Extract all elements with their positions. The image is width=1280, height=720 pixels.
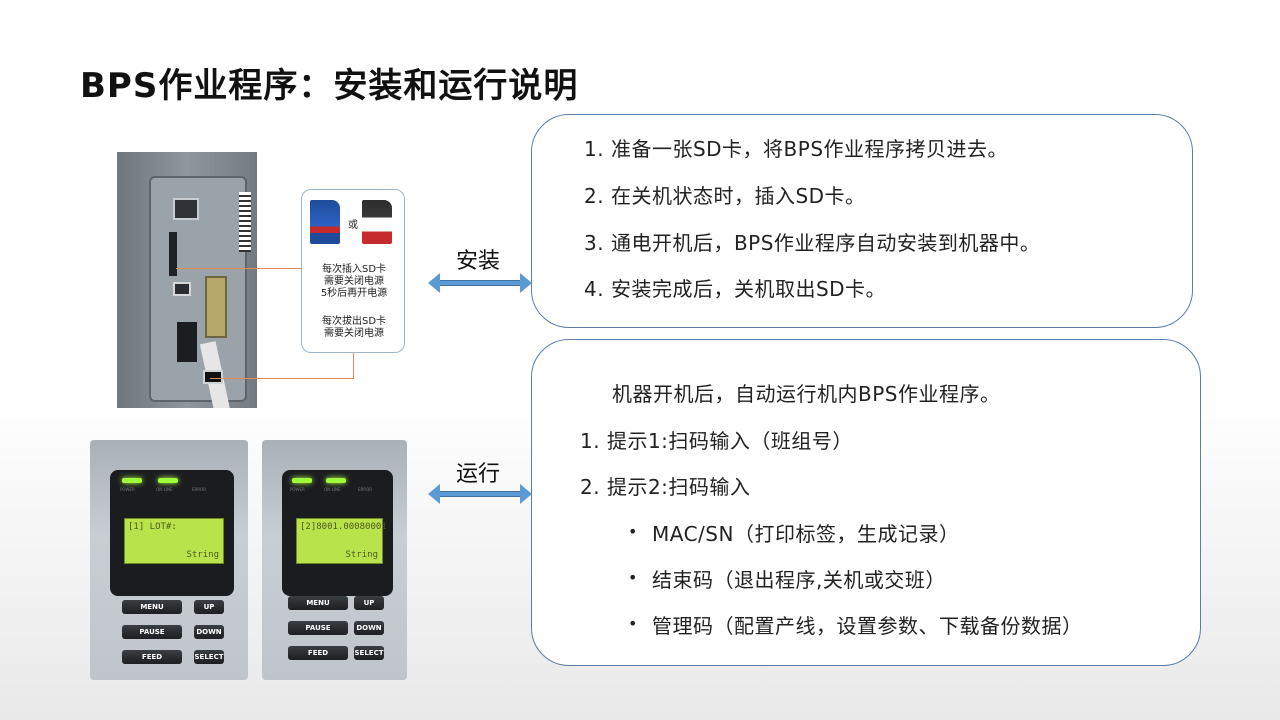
power-led — [292, 478, 312, 483]
run-bullet-mac-sn: MAC/SN（打印标签，生成记录） — [652, 522, 960, 546]
lcd-screen: [2]8001.00080001 String — [296, 518, 387, 564]
lcd-screen: [1] LOT#: String — [124, 518, 224, 564]
online-led-label: ON-LINE — [324, 487, 341, 492]
error-led-label: ERROR — [192, 487, 207, 492]
feed-key: FEED — [288, 646, 348, 660]
bullet-dot-icon: • — [628, 522, 638, 541]
parallel-port — [205, 276, 227, 338]
sdhc-card-image — [310, 200, 340, 244]
bullet-dot-icon: • — [628, 568, 638, 587]
install-step-3: 3. 通电开机后，BPS作业程序自动安装到机器中。 — [584, 231, 1041, 255]
select-key: SELECT — [194, 650, 224, 664]
online-led — [326, 478, 346, 483]
menu-key: MENU — [122, 600, 182, 614]
arrow-left-icon — [428, 484, 440, 504]
usb-cable — [177, 322, 197, 362]
up-key: UP — [194, 600, 224, 614]
install-instructions-box: 1. 准备一张SD卡，将BPS作业程序拷贝进去。 2. 在关机状态时，插入SD卡… — [531, 114, 1193, 328]
feed-key: FEED — [122, 650, 182, 664]
run-bullet-admin-code: 管理码（配置产线，设置参数、下载备份数据） — [652, 614, 1083, 638]
install-double-arrow — [428, 273, 532, 293]
sandisk-card-image — [362, 200, 392, 244]
sd-card-slot — [169, 232, 177, 276]
run-instructions-box: 机器开机后，自动运行机内BPS作业程序。 1. 提示1:扫码输入（班组号） 2.… — [531, 339, 1201, 666]
lead-line-sd — [176, 268, 301, 269]
lead-line-power-v — [353, 353, 354, 379]
error-led-label: ERROR — [358, 487, 373, 492]
power-led-label: POWER — [120, 487, 135, 492]
printer-front-photo-1: POWER ON-LINE ERROR [1] LOT#: String MEN… — [90, 440, 248, 680]
display-bezel: POWER ON-LINE ERROR [2]8001.00080001 Str… — [282, 470, 393, 596]
run-label: 运行 — [456, 462, 501, 487]
install-step-2: 2. 在关机状态时，插入SD卡。 — [584, 184, 866, 208]
run-double-arrow — [428, 484, 532, 504]
bullet-dot-icon: • — [628, 614, 638, 633]
printer-back-panel-photo — [117, 152, 257, 408]
menu-key: MENU — [288, 596, 348, 610]
left-key-column: MENU PAUSE FEED — [288, 596, 348, 671]
install-step-4: 4. 安装完成后，关机取出SD卡。 — [584, 277, 887, 301]
pause-key: PAUSE — [288, 621, 348, 635]
install-step-1: 1. 准备一张SD卡，将BPS作业程序拷贝进去。 — [584, 137, 1009, 161]
remove-sd-note: 每次拔出SD卡 需要关闭电源 — [321, 316, 387, 339]
barcode-sticker — [239, 192, 251, 252]
run-step-1: 1. 提示1:扫码输入（班组号） — [580, 429, 853, 453]
power-switch — [203, 370, 223, 384]
up-key: UP — [354, 596, 384, 610]
arrow-left-icon — [428, 273, 440, 293]
arrow-right-icon — [520, 273, 532, 293]
display-bezel: POWER ON-LINE ERROR [1] LOT#: String — [110, 470, 234, 596]
power-led-label: POWER — [290, 487, 305, 492]
run-intro: 机器开机后，自动运行机内BPS作业程序。 — [612, 382, 1001, 406]
page-title: BPS作业程序：安装和运行说明 — [80, 66, 579, 106]
power-led — [122, 478, 142, 483]
or-label: 或 — [348, 220, 358, 231]
ethernet-port — [173, 198, 199, 220]
printer-front-photo-2: POWER ON-LINE ERROR [2]8001.00080001 Str… — [262, 440, 407, 680]
select-key: SELECT — [354, 646, 384, 660]
down-key: DOWN — [354, 621, 384, 635]
install-label: 安装 — [456, 249, 501, 274]
right-key-column: UP DOWN SELECT — [354, 596, 384, 671]
run-step-2: 2. 提示2:扫码输入 — [580, 475, 751, 499]
left-key-column: MENU PAUSE FEED — [122, 600, 182, 675]
lead-line-power-h — [210, 378, 354, 379]
insert-sd-note: 每次插入SD卡 需要关闭电源 5秒后再开电源 — [320, 264, 388, 299]
sd-card-callout: 或 每次插入SD卡 需要关闭电源 5秒后再开电源 每次拔出SD卡 需要关闭电源 — [301, 189, 405, 353]
online-led-label: ON-LINE — [156, 487, 173, 492]
run-bullet-end-code: 结束码（退出程序,关机或交班） — [652, 568, 946, 592]
arrow-right-icon — [520, 484, 532, 504]
pause-key: PAUSE — [122, 625, 182, 639]
usb-port — [173, 282, 191, 296]
down-key: DOWN — [194, 625, 224, 639]
online-led — [158, 478, 178, 483]
right-key-column: UP DOWN SELECT — [194, 600, 224, 675]
